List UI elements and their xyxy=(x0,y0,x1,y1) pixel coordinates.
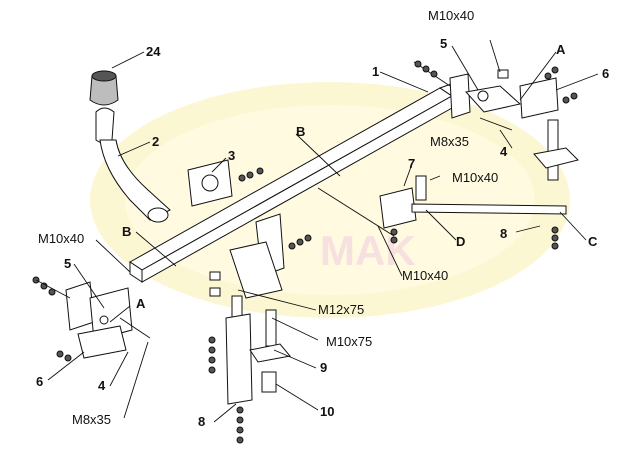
label-bolt-m10x75: M10x75 xyxy=(326,334,372,349)
label-part-9: 9 xyxy=(320,360,327,375)
part-labels: 24 2 3 1 M10x40 5 A 6 M8x35 4 B 7 M10x40… xyxy=(36,8,609,429)
label-B-left: B xyxy=(122,224,131,239)
label-A-right: A xyxy=(556,42,566,57)
main-crossbar xyxy=(129,79,469,283)
label-part-4-left: 4 xyxy=(98,378,106,393)
right-side-bracket xyxy=(413,39,578,131)
label-part-10: 10 xyxy=(320,404,334,419)
label-part-6-left: 6 xyxy=(36,374,43,389)
label-part-4-right: 4 xyxy=(500,144,508,159)
label-part-3: 3 xyxy=(228,148,235,163)
label-bolt-m8x35-left: M8x35 xyxy=(72,412,111,427)
label-part-6-right: 6 xyxy=(602,66,609,81)
label-part-7: 7 xyxy=(408,156,415,171)
label-C: C xyxy=(588,234,598,249)
tow-ball-assembly xyxy=(89,70,171,223)
label-bolt-m10x40-mid: M10x40 xyxy=(452,170,498,185)
socket-plate xyxy=(187,159,264,207)
label-bolt-m8x35-right: M8x35 xyxy=(430,134,469,149)
label-bolt-m10x40-lower: M10x40 xyxy=(402,268,448,283)
label-part-24: 24 xyxy=(146,44,161,59)
central-mount-bracket xyxy=(209,213,312,299)
label-bolt-m12x75: M12x75 xyxy=(318,302,364,317)
watermark-logo: MAK xyxy=(90,82,570,318)
label-bolt-m10x40-top: M10x40 xyxy=(428,8,474,23)
label-B-top: B xyxy=(296,124,305,139)
label-bolt-m10x40-left: M10x40 xyxy=(38,231,84,246)
left-side-bracket xyxy=(32,276,151,362)
label-part-8-left: 8 xyxy=(198,414,205,429)
label-D: D xyxy=(456,234,465,249)
label-A-left: A xyxy=(136,296,146,311)
label-part-5-left: 5 xyxy=(64,256,71,271)
lower-bolts-plates xyxy=(208,295,291,444)
label-part-2: 2 xyxy=(152,134,159,149)
right-lower-bracket xyxy=(317,119,579,250)
label-part-8-right: 8 xyxy=(500,226,507,241)
leader-lines xyxy=(47,45,599,423)
label-part-5-right: 5 xyxy=(440,36,447,51)
label-part-1: 1 xyxy=(372,64,379,79)
svg-text:MAK: MAK xyxy=(320,227,416,274)
